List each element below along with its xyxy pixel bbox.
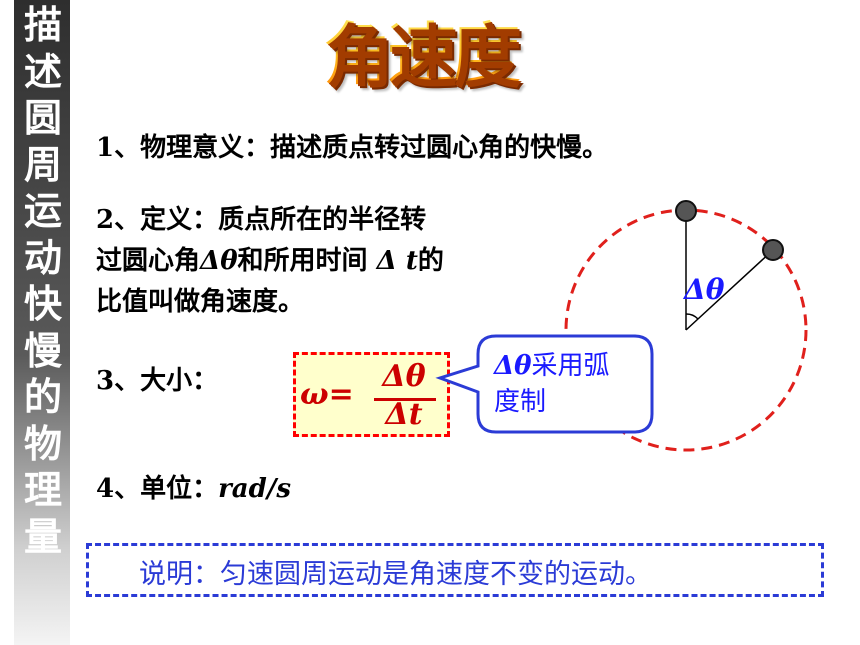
page-title: 角速度: [300, 6, 540, 106]
note-box: 说明：匀速圆周运动是角速度不变的运动。: [86, 543, 824, 597]
definition-line-2a: 过圆心角: [96, 246, 201, 276]
formula-denominator: Δt: [385, 397, 423, 432]
theta-symbol: θ: [705, 273, 725, 306]
side-title-char: 圆: [23, 96, 62, 140]
callout-symbol: Δθ: [494, 351, 532, 381]
side-title-char: 运: [23, 189, 62, 233]
note-text: 说明：匀速圆周运动是角速度不变的运动。: [139, 559, 652, 590]
side-title: 描 述 圆 周 运 动 快 慢 的 物 理 量: [18, 2, 68, 560]
side-title-char: 物: [23, 421, 62, 466]
side-title-char: 周: [23, 142, 62, 187]
formula-numerator: Δθ: [382, 359, 426, 394]
callout-text-2: 度制: [494, 387, 547, 417]
unit-value: rad/s: [218, 474, 291, 504]
unit-label: 4、单位：: [96, 474, 219, 504]
delta-symbol-label: Δ: [684, 273, 706, 306]
side-title-strip: [14, 0, 70, 645]
side-title-char: 理: [23, 468, 62, 512]
definition-line-2c: 的: [417, 246, 444, 276]
formula-lhs: ω=: [300, 377, 354, 412]
fraction-bar: [374, 398, 436, 401]
angle-arc: [685, 313, 699, 320]
particle-start: [675, 200, 697, 222]
side-title-char: 慢: [23, 328, 62, 373]
side-title-char: 的: [23, 375, 62, 419]
definition-line-2b: 和所用时间: [237, 246, 368, 276]
callout-text-1: 采用弧: [531, 351, 610, 381]
formula-box: ω= Δθ Δt: [293, 352, 450, 437]
definition-line-3: 比值叫做角速度。: [96, 287, 305, 317]
definition-line-1: 2、定义：质点所在的半径转: [96, 205, 427, 235]
side-title-char: 动: [23, 235, 62, 280]
side-title-char: 描: [23, 3, 62, 47]
side-title-char: 快: [23, 282, 62, 326]
delta-t-symbol: Δ t: [376, 246, 418, 276]
delta-theta-symbol: Δθ: [200, 246, 238, 276]
physical-meaning-text: 1、物理意义：描述质点转过圆心角的快慢。: [96, 133, 609, 163]
theta-label: Δθ: [684, 273, 724, 306]
magnitude-label: 3、大小：: [96, 366, 219, 396]
unit-text: 4、单位：rad/s: [96, 468, 291, 505]
side-title-char: 量: [23, 514, 62, 559]
side-title-char: 述: [23, 49, 62, 94]
definition-text: 2、定义：质点所在的半径转 过圆心角Δθ和所用时间 Δ t的 比值叫做角速度。: [96, 200, 526, 323]
particle-end: [762, 239, 784, 261]
callout-text: Δθ采用弧 度制: [494, 348, 644, 420]
